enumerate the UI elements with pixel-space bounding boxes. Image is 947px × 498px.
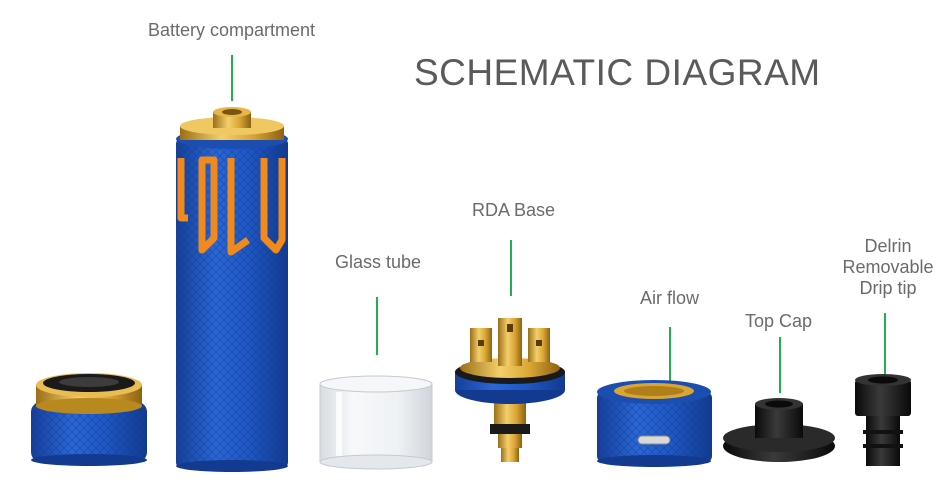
top-cap — [723, 398, 835, 462]
label-battery-compartment: Battery compartment — [148, 20, 316, 40]
label-glass-tube: Glass tube — [335, 252, 422, 272]
leader-battery — [231, 55, 233, 101]
airflow-ring — [597, 380, 712, 467]
rda-base — [455, 318, 565, 462]
leader-drip-tip — [884, 313, 886, 379]
leader-glass-tube — [376, 297, 378, 355]
glass-tube — [319, 375, 433, 470]
label-drip-tip: Delrin Removable Drip tip — [838, 236, 938, 299]
bottom-cap — [31, 373, 147, 466]
battery-tube — [176, 107, 288, 472]
brand-lettering — [177, 156, 286, 256]
label-drip-tip-line2: Removable — [842, 257, 934, 277]
label-drip-tip-line1: Delrin — [864, 236, 912, 256]
label-top-cap: Top Cap — [745, 311, 813, 331]
label-air-flow: Air flow — [640, 288, 700, 308]
label-rda-base: RDA Base — [472, 200, 556, 220]
diagram-title: SCHEMATIC DIAGRAM — [414, 52, 821, 93]
leader-rda-base — [510, 240, 512, 296]
label-drip-tip-line3: Drip tip — [859, 278, 917, 298]
drip-tip — [855, 374, 911, 466]
leader-top-cap — [779, 337, 781, 393]
